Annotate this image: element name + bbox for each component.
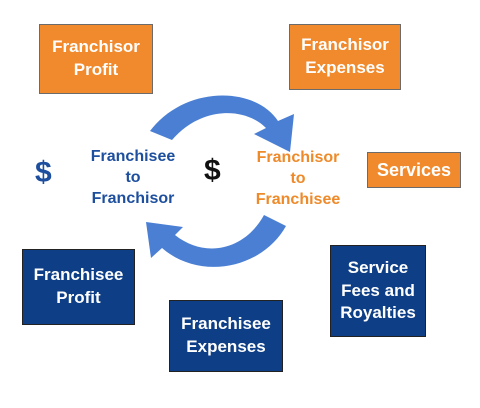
service-fees-line1: Service xyxy=(347,257,409,277)
service-fees-box: Service Fees and Royalties xyxy=(330,245,426,337)
franchisor-expenses-line2: Expenses xyxy=(305,58,385,77)
franchisor-profit-line1: Franchisor xyxy=(52,37,140,57)
franchisor-expenses-box: Franchisor Expenses xyxy=(289,24,401,90)
franchisor-to-franchisee-line1: Franchisor xyxy=(256,149,340,166)
franchisor-profit-box: Franchisor Profit xyxy=(39,24,153,94)
franchisee-to-franchisor-line2: to xyxy=(125,168,141,186)
franchisee-profit-box: Franchisee Profit xyxy=(22,249,135,325)
franchisee-expenses-box: Franchisee Expenses xyxy=(169,300,283,372)
franchisee-expenses-line1: Franchisee xyxy=(181,314,271,334)
service-fees-line3: Royalties xyxy=(340,303,416,323)
center-dollar-sign: $ xyxy=(204,154,221,187)
franchisor-to-franchisee-label: Franchisor to Franchisee xyxy=(243,148,353,210)
left-dollar-sign: $ xyxy=(35,156,52,189)
services-box: Services xyxy=(367,152,461,188)
franchisee-to-franchisor-label: Franchisee to Franchisor xyxy=(78,147,188,209)
service-fees-line2: Fees and xyxy=(341,280,415,300)
services-label: Services xyxy=(376,159,452,180)
franchisor-expenses-line1: Franchisor xyxy=(301,35,389,55)
franchisee-profit-line2: Profit xyxy=(56,288,101,307)
franchisor-to-franchisee-line2: to xyxy=(290,169,306,187)
bottom-curved-arrow xyxy=(146,215,286,267)
franchisee-to-franchisor-line3: Franchisor xyxy=(91,189,175,207)
franchisee-to-franchisor-line1: Franchisee xyxy=(90,148,176,165)
franchisor-profit-line2: Profit xyxy=(73,60,119,79)
top-curved-arrow xyxy=(150,95,294,152)
franchisee-expenses-line2: Expenses xyxy=(186,337,266,356)
franchisee-profit-line1: Franchisee xyxy=(33,265,124,285)
franchisor-to-franchisee-line3: Franchisee xyxy=(255,190,341,208)
